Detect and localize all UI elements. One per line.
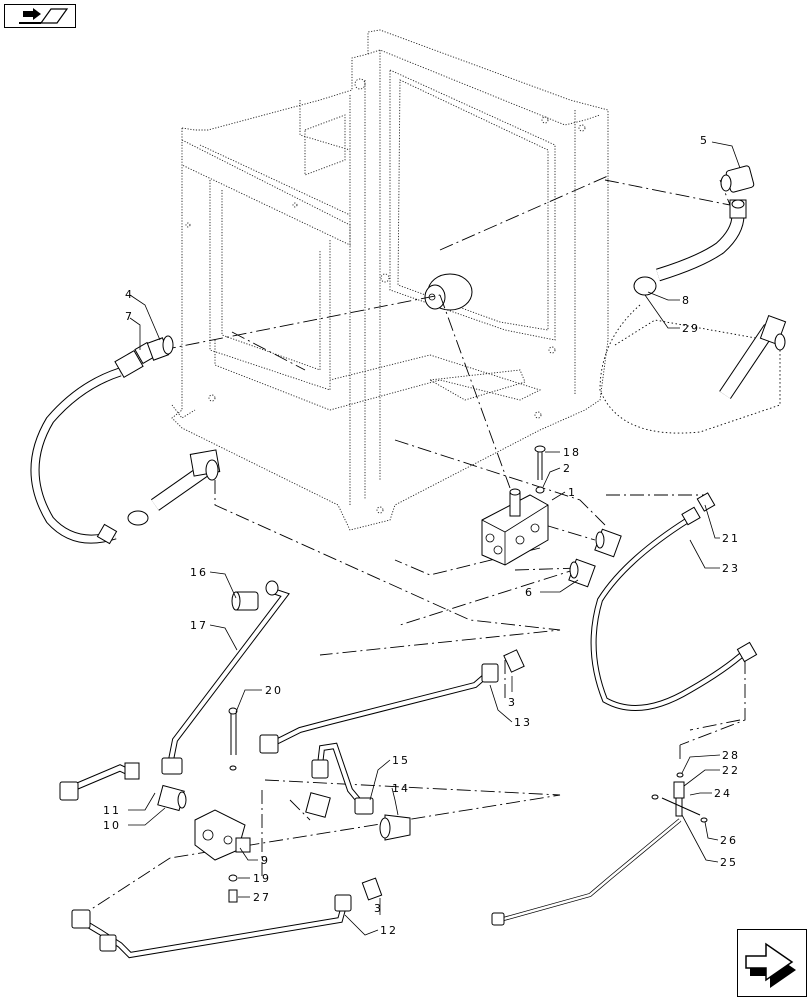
callout-11: 11	[103, 804, 121, 817]
dotted-routing-lines	[599, 304, 781, 434]
washer-24	[651, 794, 659, 800]
tube-15	[311, 742, 374, 815]
valve-9	[194, 809, 251, 861]
callout-9: 9	[261, 854, 270, 867]
fitting-3-upper	[503, 649, 525, 673]
fitting-3-lower	[361, 877, 383, 901]
valve-block-1	[481, 488, 549, 566]
tube-12	[71, 894, 352, 959]
callout-14: 14	[392, 782, 410, 795]
callout-7: 7	[125, 310, 134, 323]
bolt-20	[228, 707, 238, 771]
callout-3-upper: 3	[508, 696, 517, 709]
leader-lines	[128, 141, 741, 936]
fitting-6-lower	[568, 558, 596, 588]
callout-29: 29	[682, 322, 700, 335]
fitting-6-upper	[594, 528, 622, 558]
callout-16: 16	[190, 566, 208, 579]
fitting-5	[720, 165, 755, 193]
fitting-4	[146, 335, 174, 361]
tube-25	[491, 818, 682, 926]
callout-25: 25	[720, 856, 738, 869]
elbow-14	[379, 814, 411, 841]
hose-8	[656, 199, 747, 282]
book-open-arrow-icon[interactable]	[4, 4, 76, 28]
callout-5: 5	[700, 134, 709, 147]
callout-12: 12	[380, 924, 398, 937]
callout-8: 8	[682, 294, 691, 307]
next-page-arrow-icon[interactable]	[737, 929, 807, 997]
washer-26	[700, 817, 708, 823]
fitting-22-24	[661, 781, 701, 817]
o-ring-29	[633, 276, 657, 296]
callout-22: 22	[722, 764, 740, 777]
elbow-10	[157, 784, 187, 812]
callout-28: 28	[722, 749, 740, 762]
elbow-hose-left	[150, 449, 221, 511]
fitting-21	[696, 492, 716, 512]
callout-20: 20	[265, 684, 283, 697]
callout-19: 19	[253, 872, 271, 885]
callout-3-lower: 3	[374, 902, 383, 915]
callout-18: 18	[563, 446, 581, 459]
bolt-18	[534, 445, 546, 480]
callout-23: 23	[722, 562, 740, 575]
tube-17	[161, 580, 290, 775]
callout-4: 4	[125, 288, 134, 301]
callout-27: 27	[253, 891, 271, 904]
bolt-27	[228, 889, 238, 903]
callout-numbers: 4 7 5 8 29 18 2 1 21 23 6 3 13 16 17 20 …	[103, 134, 740, 937]
callout-21: 21	[722, 532, 740, 545]
callout-13: 13	[514, 716, 532, 729]
callout-15: 15	[392, 754, 410, 767]
callout-24: 24	[714, 787, 732, 800]
washer-19	[228, 874, 238, 882]
callout-6: 6	[525, 586, 534, 599]
washer-2	[535, 486, 545, 494]
callout-26: 26	[720, 834, 738, 847]
elbow-hose-right	[719, 315, 787, 399]
fitting-near-15	[305, 792, 331, 818]
tube-13	[259, 663, 499, 754]
callout-10: 10	[103, 819, 121, 832]
callout-1: 1	[568, 486, 577, 499]
o-ring	[127, 510, 149, 526]
fitting-16	[231, 591, 259, 611]
chassis-frame	[171, 29, 609, 531]
hose-7	[30, 341, 156, 545]
callout-2: 2	[563, 462, 572, 475]
tube-11	[59, 762, 140, 801]
washer-28	[676, 772, 684, 778]
callout-17: 17	[190, 619, 208, 632]
hose-23	[590, 506, 758, 711]
